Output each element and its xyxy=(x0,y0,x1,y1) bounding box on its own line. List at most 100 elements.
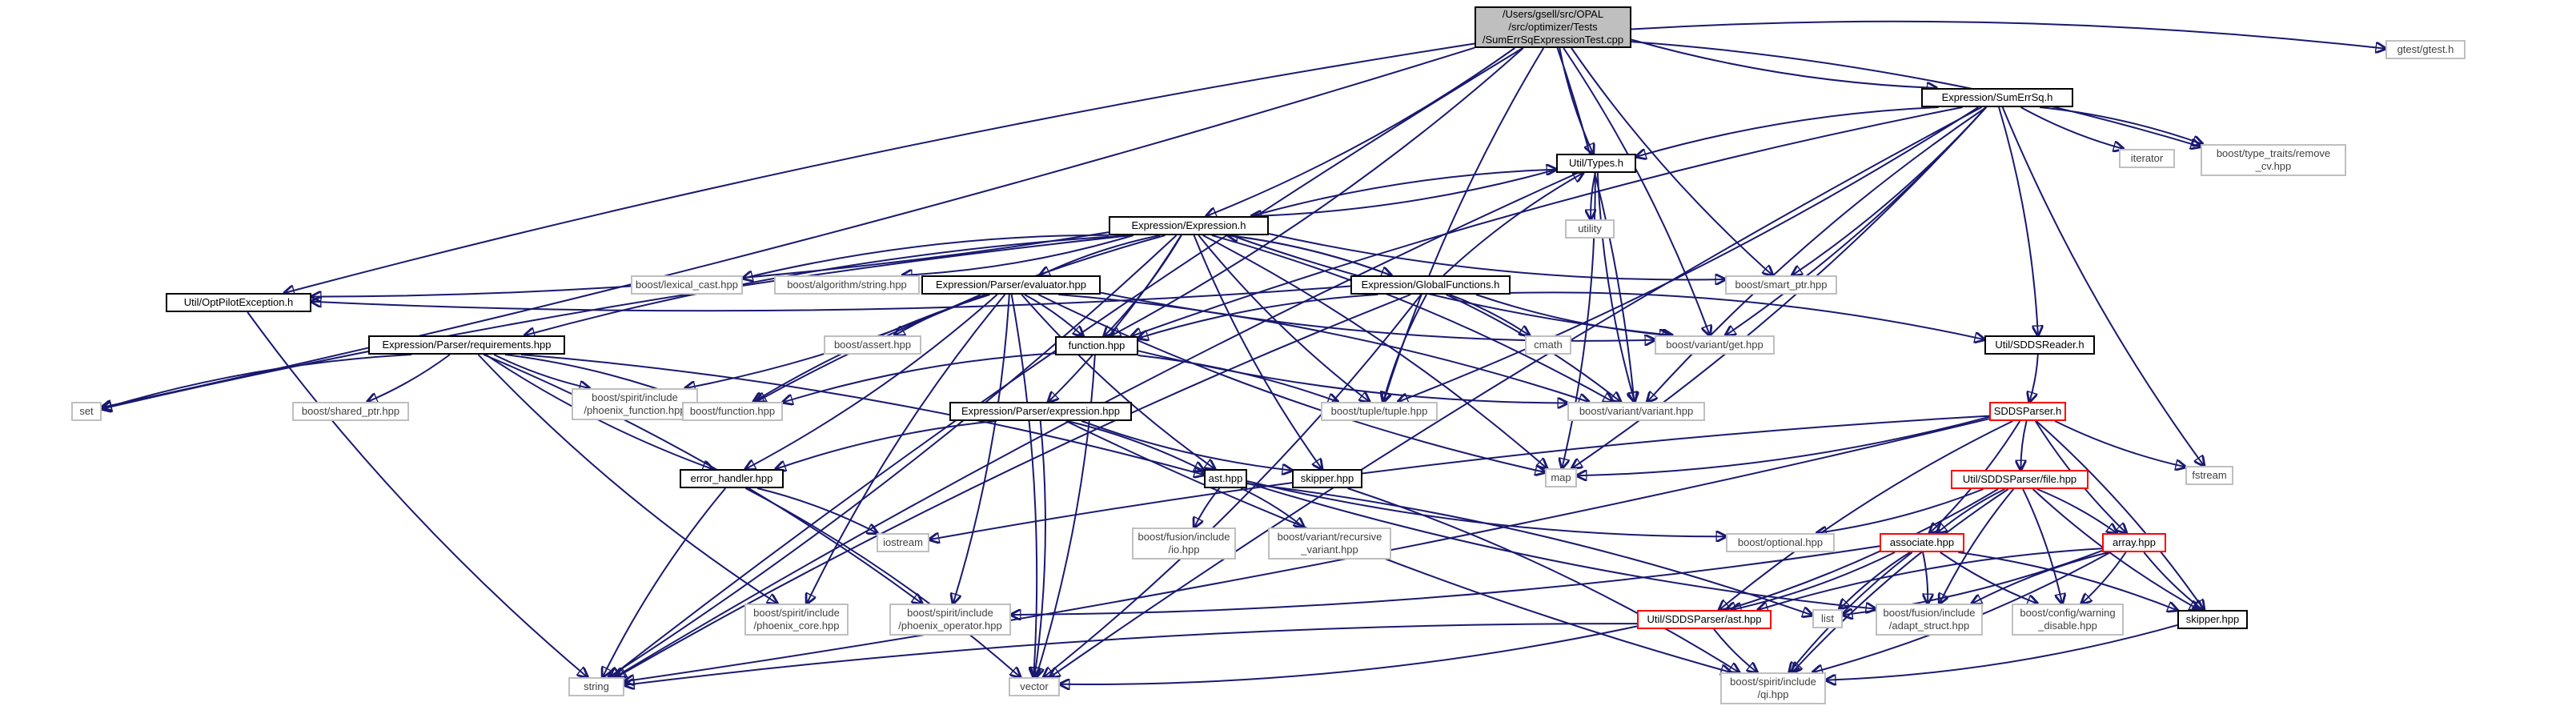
edge-expression-to-string xyxy=(608,235,1178,677)
edge-root-to-expression xyxy=(1206,47,1515,216)
edge-function-to-vector xyxy=(1036,355,1096,677)
edge-evaluator-to-phoenix-core xyxy=(807,294,1006,604)
node-ast: ast.hpp xyxy=(1204,469,1247,488)
node-root: /Users/gsell/src/OPAL /src/optimizer/Tes… xyxy=(1475,6,1631,48)
edge-sumerrsq-to-sddsreader xyxy=(1998,106,2038,335)
edge-sddsfile-to-warning-disable xyxy=(2022,488,2062,604)
node-skipper1: skipper.hpp xyxy=(1292,469,1362,488)
edge-sumerrsq-to-iterator xyxy=(2020,106,2124,149)
edge-expression-to-smart-ptr xyxy=(1268,233,1725,279)
node-tuple: boost/tuple/tuple.hpp xyxy=(1321,402,1438,421)
edge-globalfunc-to-vector xyxy=(1044,294,1422,677)
edge-types-to-variant xyxy=(1596,172,1635,402)
edge-skipper1-to-qi xyxy=(1347,487,1739,672)
edge-associate-to-warning-disable xyxy=(1940,552,2037,604)
edge-sddsfile-to-qi xyxy=(1792,488,2009,672)
edge-associate-to-list xyxy=(1840,552,1911,609)
node-sddsparser: SDDSParser.h xyxy=(1989,402,2066,421)
node-algstring: boost/algorithm/string.hpp xyxy=(774,275,920,295)
edge-sumerrsq-to-fstream xyxy=(2001,106,2205,466)
edge-sumerrsq-to-remove-cv xyxy=(2039,106,2202,144)
node-associate: associate.hpp xyxy=(1880,533,1964,552)
node-lexical-cast: boost/lexical_cast.hpp xyxy=(631,275,743,295)
node-requirements: Expression/Parser/requirements.hpp xyxy=(368,335,565,355)
edge-globalfunc-to-optpilot xyxy=(311,285,1351,312)
node-types: Util/Types.h xyxy=(1556,154,1636,173)
node-boost-function: boost/function.hpp xyxy=(682,402,783,421)
node-map: map xyxy=(1545,468,1577,487)
edge-array-to-sddsast xyxy=(1758,548,2103,610)
edge-expression-to-globalfunc xyxy=(1227,235,1391,275)
edge-expression-to-variant xyxy=(1211,235,1613,402)
edge-array-to-adapt-struct xyxy=(1972,552,2109,604)
edge-associate-to-skipper2 xyxy=(1958,552,2177,610)
edge-root-to-function xyxy=(1110,47,1524,336)
node-globalfunc: Expression/GlobalFunctions.h xyxy=(1350,275,1511,295)
edge-error-handler-to-iostream xyxy=(756,487,877,533)
edge-error-handler-to-string xyxy=(603,487,726,677)
edge-expression-to-tuple xyxy=(1198,235,1369,402)
edge-root-to-gtest xyxy=(1631,20,2385,49)
edge-expression-to-function xyxy=(1104,235,1182,336)
edge-root-to-remove-cv xyxy=(1631,41,2201,146)
edge-evaluator-to-ast xyxy=(1021,294,1214,469)
edge-ast-to-adapt-struct xyxy=(1246,482,1876,608)
node-optpilot: Util/OptPilotException.h xyxy=(166,293,311,312)
edge-globalfunc-to-string xyxy=(616,294,1411,677)
edge-associate-to-adapt-struct xyxy=(1923,552,1928,604)
edge-evaluator-to-variant-get xyxy=(1100,291,1655,341)
edge-evaluator-to-function xyxy=(1024,294,1083,336)
edge-sddsparser-to-map xyxy=(1577,415,1990,475)
edge-ast-to-fusion-io xyxy=(1194,487,1221,527)
edge-associate-to-phoenix-operator xyxy=(1011,545,1880,615)
node-gtest: gtest/gtest.h xyxy=(2385,40,2466,59)
node-fusion-io: boost/fusion/include /io.hpp xyxy=(1132,527,1236,560)
node-expression: Expression/Expression.h xyxy=(1109,216,1269,235)
edge-sddsparser-to-iostream xyxy=(929,415,1990,540)
node-sddsreader: Util/SDDSReader.h xyxy=(1984,335,2095,355)
edge-evaluator-to-error-handler xyxy=(745,294,998,469)
node-cmath: cmath xyxy=(1525,335,1571,355)
edge-sddsfile-to-adapt-struct xyxy=(1940,488,2015,604)
edge-sumerrsq-to-types xyxy=(1636,106,1939,157)
edge-root-to-variant-get xyxy=(1563,47,1710,335)
node-variant: boost/variant/variant.hpp xyxy=(1567,402,1705,421)
edge-expression-to-lexical-cast xyxy=(743,234,1109,279)
edge-sddsfile-to-optional xyxy=(1816,488,1984,533)
node-warning-disable: boost/config/warning _disable.hpp xyxy=(2012,604,2124,636)
node-set: set xyxy=(71,402,102,421)
edge-evaluator-to-map xyxy=(1037,294,1545,472)
edge-sddsast-to-string xyxy=(624,623,1638,685)
node-sumerrsq: Expression/SumErrSq.h xyxy=(1921,88,2073,107)
edge-sumerrsq-to-vector xyxy=(1050,106,1982,677)
edge-sumerrsq-to-variant-get xyxy=(1726,106,1988,335)
edge-types-to-expression xyxy=(1251,168,1557,216)
node-fstream: fstream xyxy=(2185,466,2233,485)
edge-sumerrsq-to-map xyxy=(1572,106,1987,468)
edge-function-to-boost-function xyxy=(783,352,1056,402)
edge-root-to-smart-ptr xyxy=(1571,47,1772,275)
edge-function-to-variant xyxy=(1138,350,1567,403)
edge-parser-expression-to-skipper1 xyxy=(1081,420,1292,471)
node-sddsfile: Util/SDDSParser/file.hpp xyxy=(1951,470,2088,489)
node-parser-expression: Expression/Parser/expression.hpp xyxy=(949,402,1132,421)
edge-ast-to-recursive-variant xyxy=(1240,487,1304,527)
node-remove-cv: boost/type_traits/remove _cv.hpp xyxy=(2201,144,2346,176)
node-skipper2: skipper.hpp xyxy=(2177,610,2248,629)
edge-globalfunc-to-cmath xyxy=(1449,294,1530,335)
node-phoenix-core: boost/spirit/include /phoenix_core.hpp xyxy=(744,604,849,636)
node-string: string xyxy=(568,677,624,696)
edge-sddsast-to-qi xyxy=(1713,628,1757,672)
node-sddsast: Util/SDDSParser/ast.hpp xyxy=(1637,610,1772,629)
edge-sddsfile-to-sddsast xyxy=(1726,488,1999,610)
node-phoenix-operator: boost/spirit/include /phoenix_operator.h… xyxy=(889,604,1011,636)
edge-associate-to-sddsast xyxy=(1731,552,1896,610)
edge-sddsparser-to-sddsfile xyxy=(2020,420,2028,470)
node-array: array.hpp xyxy=(2102,533,2166,552)
node-error-handler: error_handler.hpp xyxy=(680,469,784,488)
edge-expression-to-skipper1 xyxy=(1193,235,1322,469)
edge-array-to-skipper2 xyxy=(2143,552,2203,610)
edge-requirements-to-phoenix-core xyxy=(477,354,777,604)
edge-root-to-sumerrsq xyxy=(1631,38,1936,89)
